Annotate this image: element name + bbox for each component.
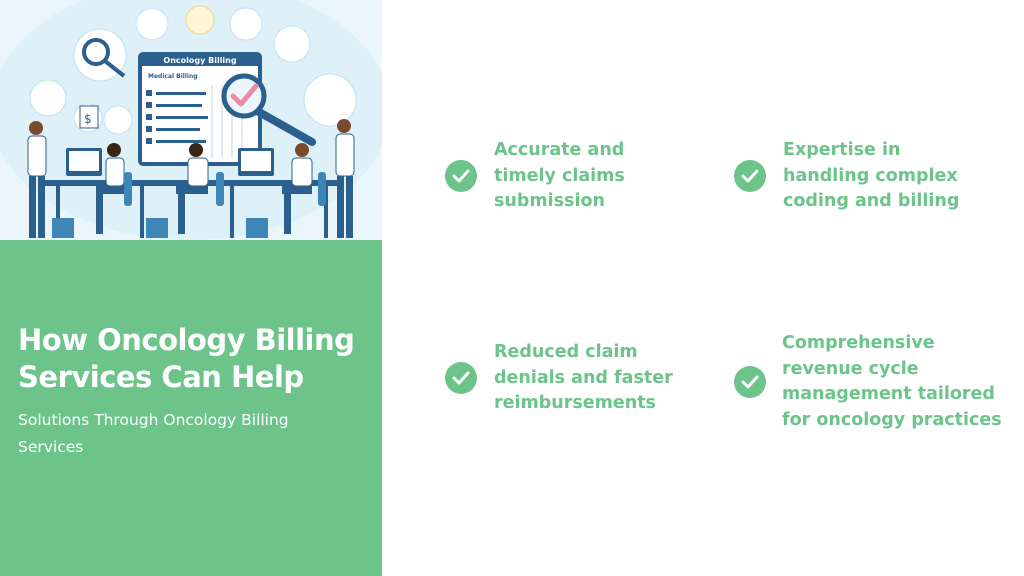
- benefit-line: reimbursements: [494, 393, 656, 413]
- benefit-text: Reduced claim denials and faster reimbur…: [494, 340, 673, 417]
- sheet-title: Medical Billing: [148, 73, 198, 80]
- check-circle-icon: [445, 160, 477, 193]
- benefit-text: Expertise in handling complex coding and…: [783, 138, 959, 215]
- page-title-line: How Oncology Billing: [18, 323, 355, 357]
- benefit-line: submission: [494, 191, 605, 211]
- check-circle-icon: [445, 362, 477, 395]
- benefit-line: handling complex: [783, 165, 958, 186]
- left-panel: $ Oncology Billing Medical Billing: [0, 0, 382, 576]
- benefit-line: Reduced claim: [494, 342, 638, 362]
- page-subtitle-line: Services: [18, 438, 84, 456]
- check-circle-icon: [734, 160, 766, 193]
- benefit-item: Comprehensive revenue cycle management t…: [734, 331, 1002, 433]
- benefit-text: Accurate and timely claims submission: [494, 138, 625, 215]
- page-subtitle: Solutions Through Oncology Billing Servi…: [18, 407, 348, 461]
- benefit-item: Reduced claim denials and faster reimbur…: [445, 340, 673, 417]
- benefit-line: revenue cycle: [782, 358, 919, 379]
- benefit-line: for oncology practices: [782, 409, 1002, 430]
- benefit-line: management tailored: [782, 384, 995, 404]
- benefit-line: coding and billing: [783, 191, 960, 211]
- page-title: How Oncology Billing Services Can Help: [18, 322, 368, 396]
- monitor-title: Oncology Billing: [163, 56, 236, 65]
- svg-text:$: $: [84, 112, 92, 126]
- benefit-line: denials and faster: [494, 367, 673, 388]
- benefit-line: Comprehensive: [782, 333, 935, 353]
- benefit-line: Accurate and: [494, 140, 625, 160]
- benefit-line: Expertise in: [783, 140, 901, 160]
- office-scene-image: $ Oncology Billing Medical Billing: [0, 0, 382, 240]
- page-subtitle-line: Solutions Through Oncology Billing: [18, 411, 289, 429]
- benefit-text: Comprehensive revenue cycle management t…: [782, 331, 1002, 433]
- benefit-line: timely claims: [494, 165, 625, 186]
- page-title-line: Services Can Help: [18, 360, 304, 394]
- hero-panel: [0, 240, 382, 576]
- benefit-item: Expertise in handling complex coding and…: [734, 138, 959, 215]
- check-circle-icon: [734, 366, 766, 398]
- benefit-item: Accurate and timely claims submission: [445, 138, 625, 215]
- billing-illustration: $ Oncology Billing Medical Billing: [0, 0, 382, 240]
